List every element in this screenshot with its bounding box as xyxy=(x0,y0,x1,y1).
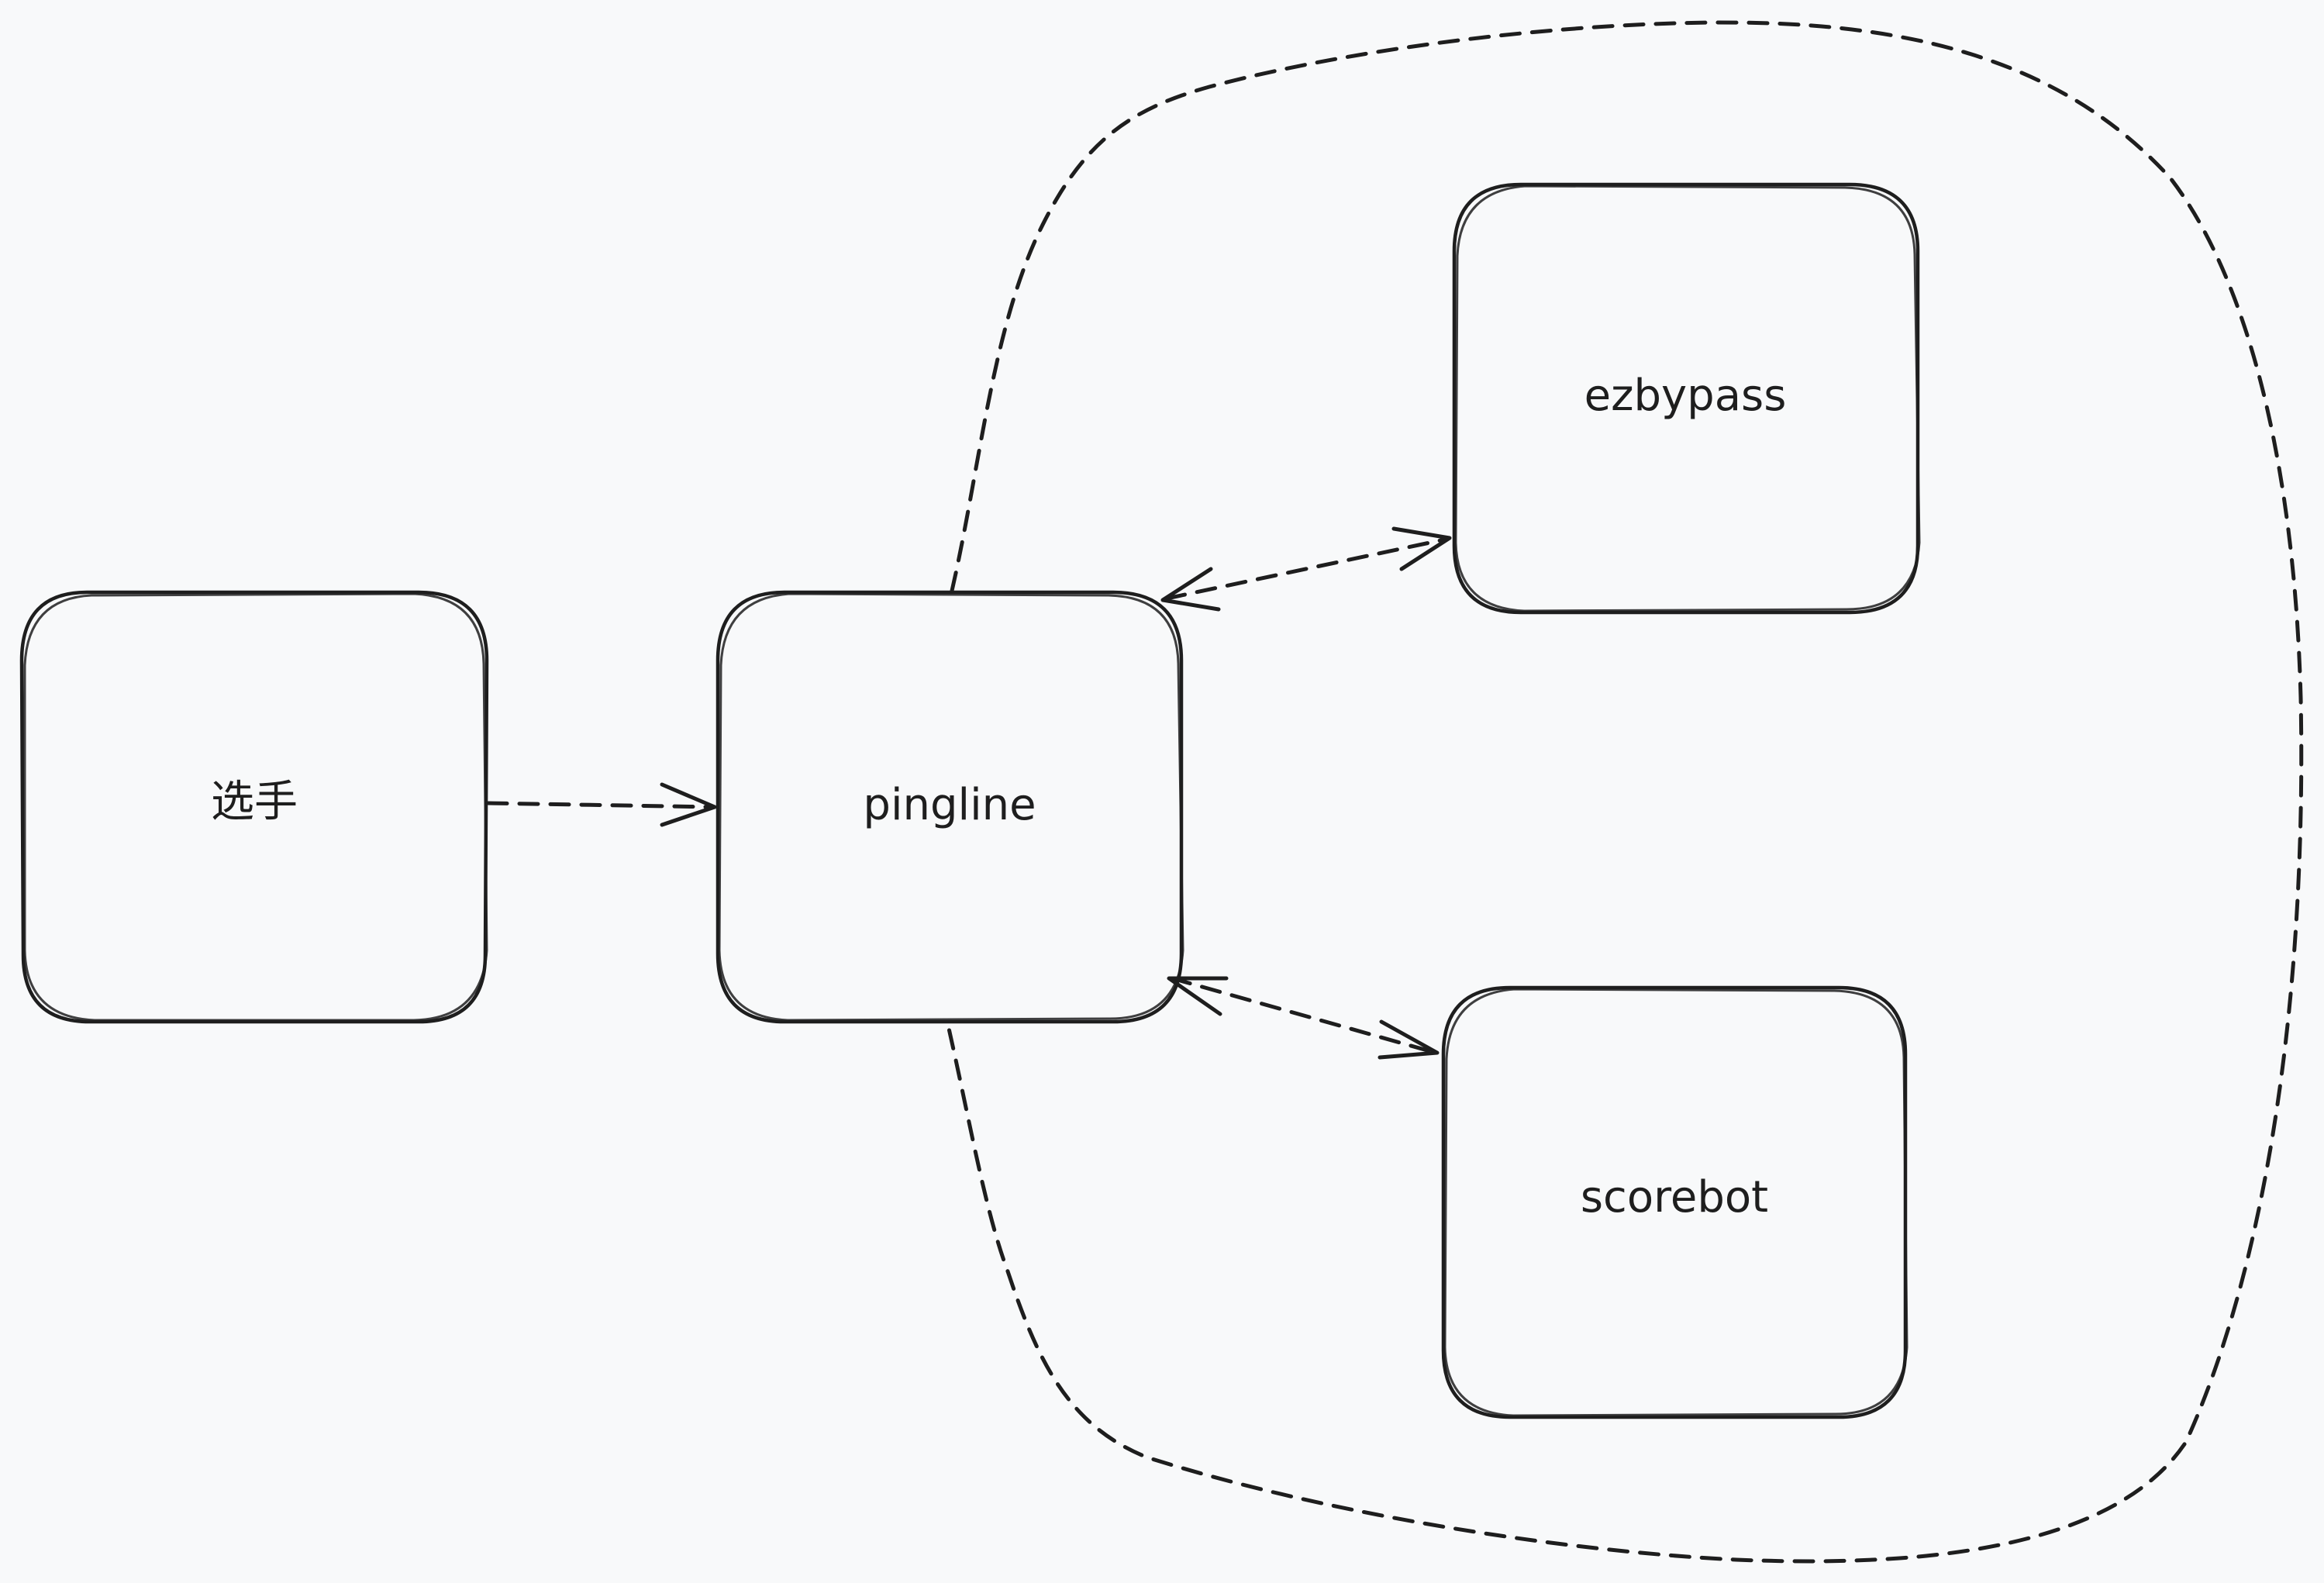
node-ezbypass-label: ezbypass xyxy=(1584,371,1787,421)
arrowhead-to-scorebot xyxy=(1378,1019,1440,1060)
node-scorebot-label: scorebot xyxy=(1581,1172,1768,1223)
node-player[interactable]: 选手 xyxy=(19,590,489,1024)
arrowhead-to-ezbypass xyxy=(1391,526,1452,571)
arrowhead-to-pingline xyxy=(1160,567,1221,612)
arrowhead-to-pingline-2 xyxy=(1167,976,1229,1016)
node-player-label: 选手 xyxy=(211,777,298,827)
arrowhead-forward xyxy=(660,782,717,827)
node-pingline[interactable]: pingline xyxy=(715,590,1184,1024)
loop-edge xyxy=(945,20,2304,1564)
edge-pingline-scorebot xyxy=(1167,976,1440,1060)
node-scorebot[interactable]: scorebot xyxy=(1441,985,1909,1419)
node-pingline-label: pingline xyxy=(863,780,1036,830)
node-ezbypass[interactable]: ezbypass xyxy=(1452,182,1921,615)
edge-player-to-pingline xyxy=(486,782,717,827)
edge-pingline-ezbypass xyxy=(1160,526,1452,612)
